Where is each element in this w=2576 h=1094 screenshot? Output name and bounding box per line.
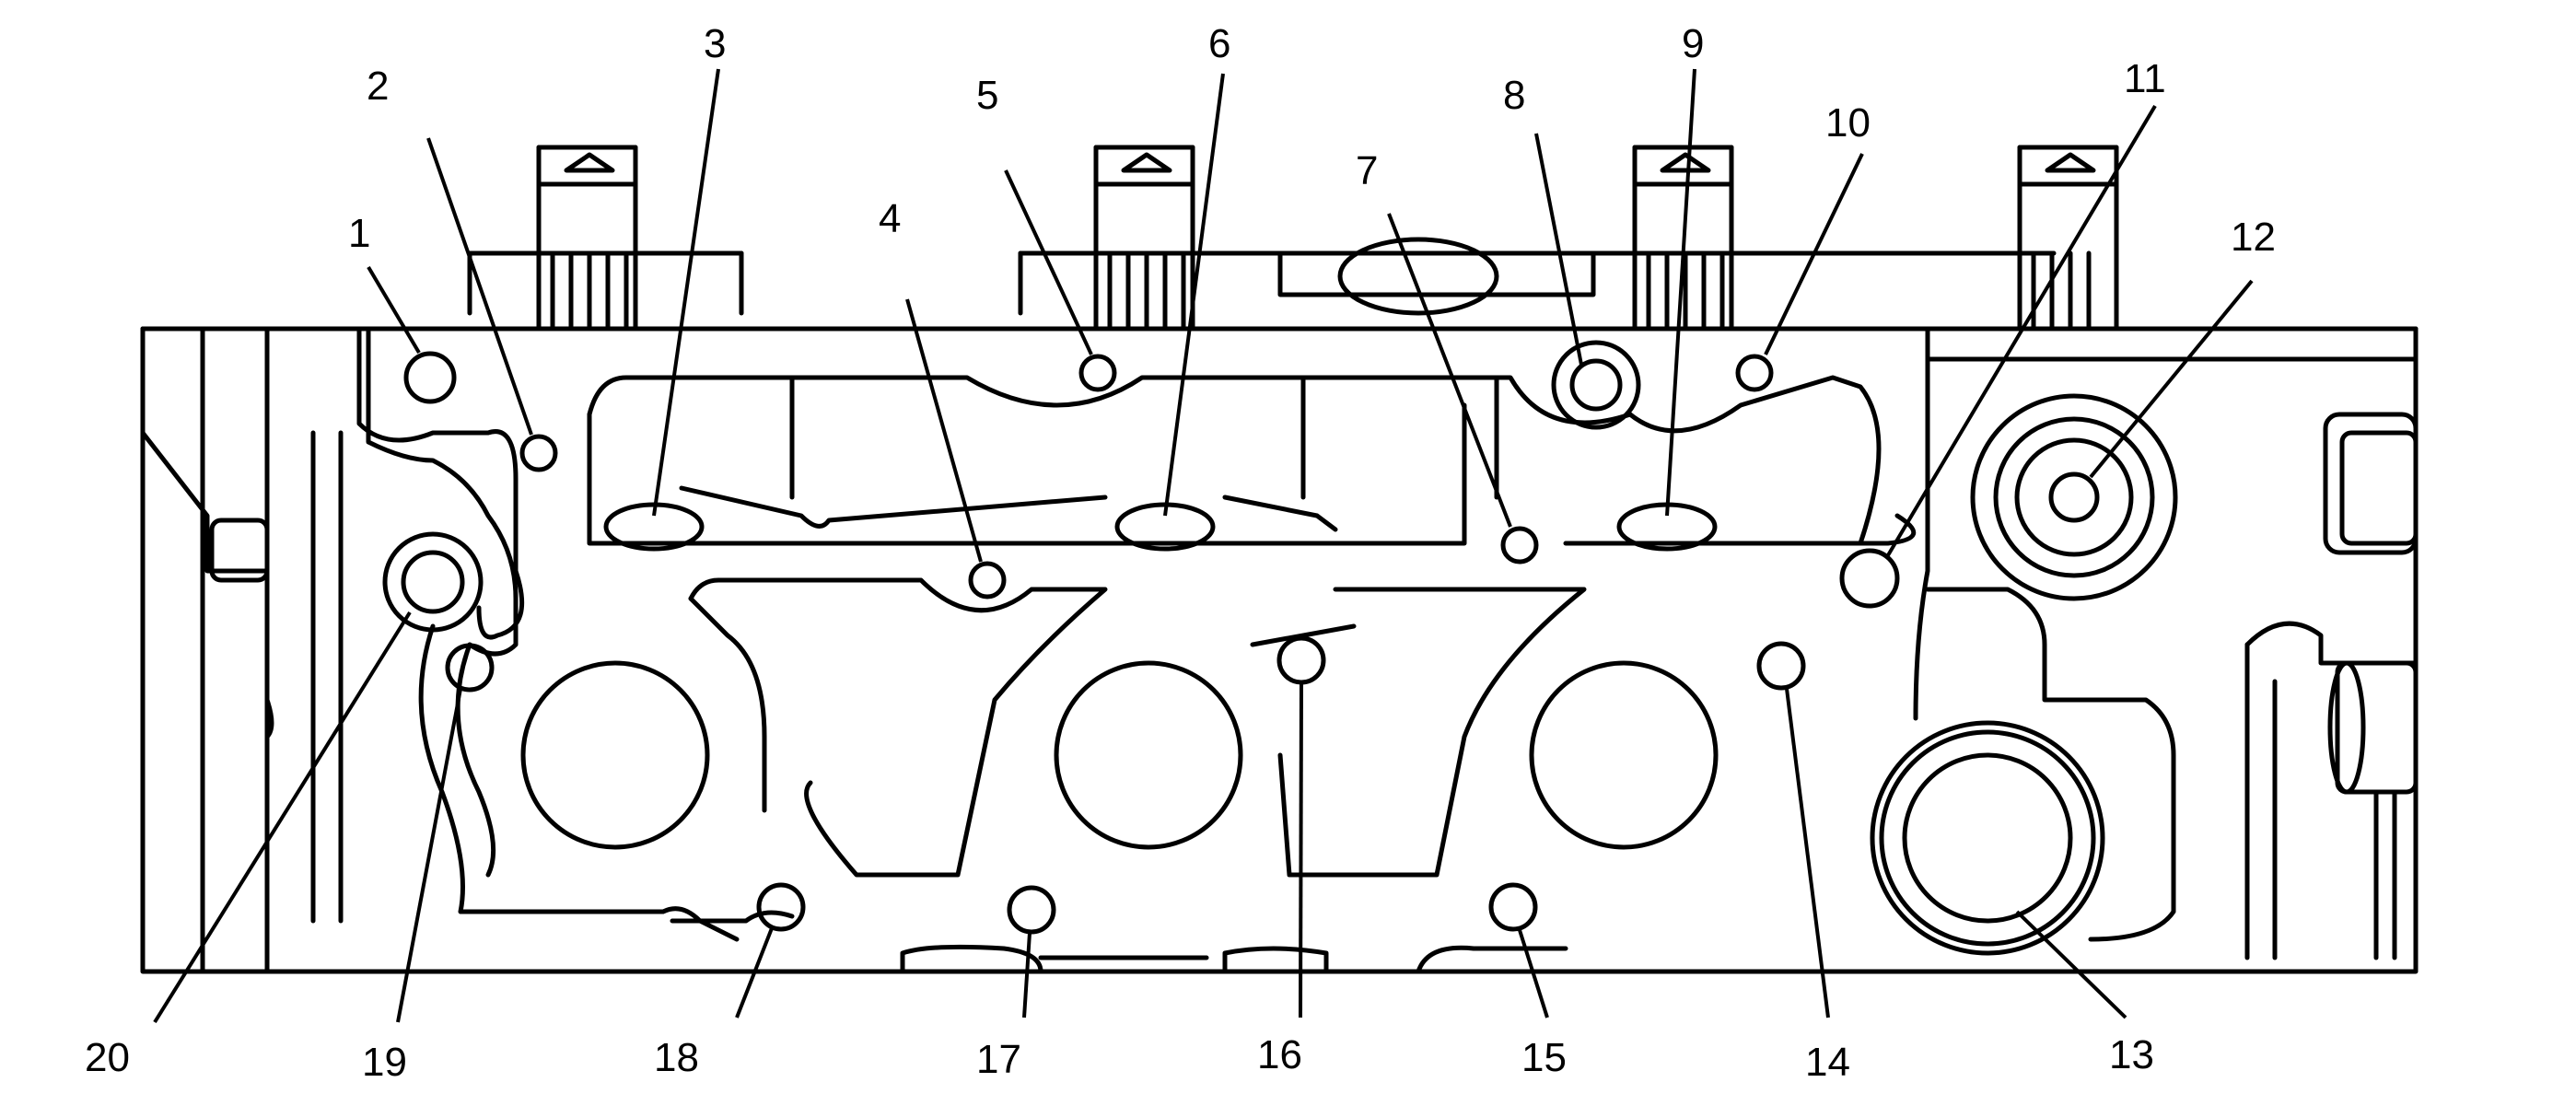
- callout-labels: 1 2 3 4 5 6 7 8 9 10 11 12 13 14 15 16 1…: [85, 21, 2276, 1085]
- bolt-holes: [382, 340, 2100, 935]
- bolt-20-boss: [382, 531, 484, 633]
- callout-7: 7: [1356, 148, 1378, 193]
- bolt-11: [1839, 548, 1900, 609]
- callout-4: 4: [879, 196, 901, 241]
- callout-15: 15: [1521, 1035, 1567, 1080]
- callout-13: 13: [2109, 1032, 2154, 1077]
- bolt-5: [1078, 354, 1117, 392]
- bolt-1: [403, 351, 457, 404]
- callout-18: 18: [654, 1035, 699, 1080]
- callout-20: 20: [85, 1035, 130, 1080]
- callout-5: 5: [976, 73, 998, 118]
- callout-11: 11: [2124, 56, 2166, 101]
- callout-19: 19: [362, 1040, 407, 1085]
- head-outline: [140, 145, 2419, 974]
- bolt-8: [1569, 358, 1623, 412]
- callout-12: 12: [2231, 215, 2276, 260]
- bolt-12: [2048, 471, 2100, 523]
- callout-16: 16: [1257, 1032, 1302, 1077]
- bolt-17: [1007, 885, 1056, 935]
- bolt-19: [445, 643, 495, 692]
- callout-17: 17: [976, 1037, 1021, 1082]
- leader-lines: [153, 68, 2254, 1024]
- bolt-10: [1735, 354, 1774, 392]
- callout-14: 14: [1805, 1040, 1850, 1085]
- callout-6: 6: [1208, 21, 1230, 66]
- bolt-8-boss: [1551, 340, 1641, 430]
- callout-3: 3: [704, 21, 726, 66]
- bolt-4: [968, 561, 1007, 599]
- callout-2: 2: [367, 64, 389, 109]
- bolt-18: [756, 882, 806, 932]
- bolt-2: [519, 434, 558, 472]
- bolt-7: [1500, 526, 1539, 564]
- bolt-14: [1756, 641, 1806, 691]
- callout-9: 9: [1682, 21, 1704, 66]
- callout-10: 10: [1825, 100, 1871, 145]
- callout-1: 1: [348, 211, 370, 256]
- bolt-15: [1488, 882, 1538, 932]
- bolt-20: [401, 550, 465, 614]
- bolt-16: [1276, 635, 1326, 685]
- callout-8: 8: [1503, 73, 1525, 118]
